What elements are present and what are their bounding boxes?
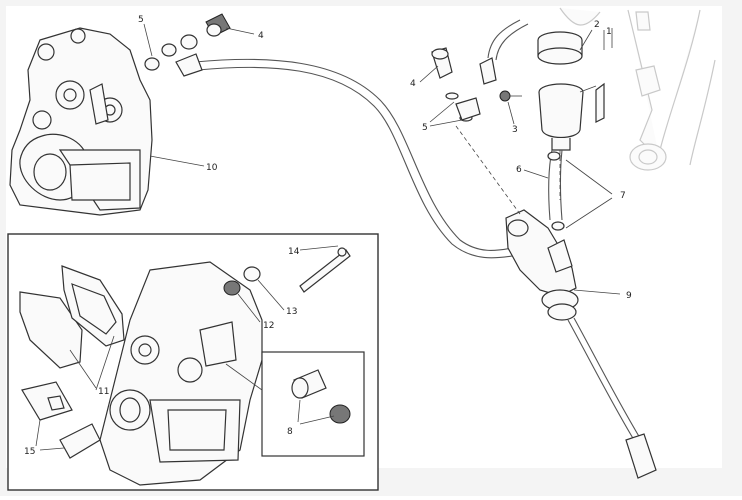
callout-14: 14 xyxy=(288,247,300,257)
pad-clips xyxy=(21,381,101,459)
callout-10: 10 xyxy=(206,163,218,173)
callout-7: 7 xyxy=(620,191,626,201)
leader-lines xyxy=(35,23,621,451)
banjo-fittings-upper xyxy=(144,13,231,77)
callout-5-master: 5 xyxy=(422,123,428,133)
detail-frame xyxy=(261,351,365,457)
callout-13: 13 xyxy=(286,307,297,317)
callout-4-caliper: 4 xyxy=(258,31,264,41)
callout-9: 9 xyxy=(626,291,632,301)
frame-ghost xyxy=(559,7,716,171)
brake-hose xyxy=(194,58,513,259)
rear-caliper-upper xyxy=(9,27,153,216)
callout-5-caliper: 5 xyxy=(138,15,144,25)
callout-12: 12 xyxy=(263,321,274,331)
callout-15: 15 xyxy=(24,447,35,457)
callouts: 1 2 3 4 4 5 5 6 7 8 9 10 11 12 13 14 15 xyxy=(24,15,632,457)
master-cylinder-assembly xyxy=(431,19,657,479)
callout-2: 2 xyxy=(594,20,600,30)
brake-pads xyxy=(19,265,125,369)
pin-and-bolts-inset xyxy=(223,247,351,296)
callout-4-master: 4 xyxy=(410,79,416,89)
bleeder-parts xyxy=(291,369,351,424)
callout-6: 6 xyxy=(516,165,522,175)
rear-caliper-inset xyxy=(99,261,263,486)
callout-11: 11 xyxy=(98,387,109,397)
callout-8: 8 xyxy=(287,427,293,437)
callout-3: 3 xyxy=(512,125,518,135)
callout-1: 1 xyxy=(606,27,612,37)
